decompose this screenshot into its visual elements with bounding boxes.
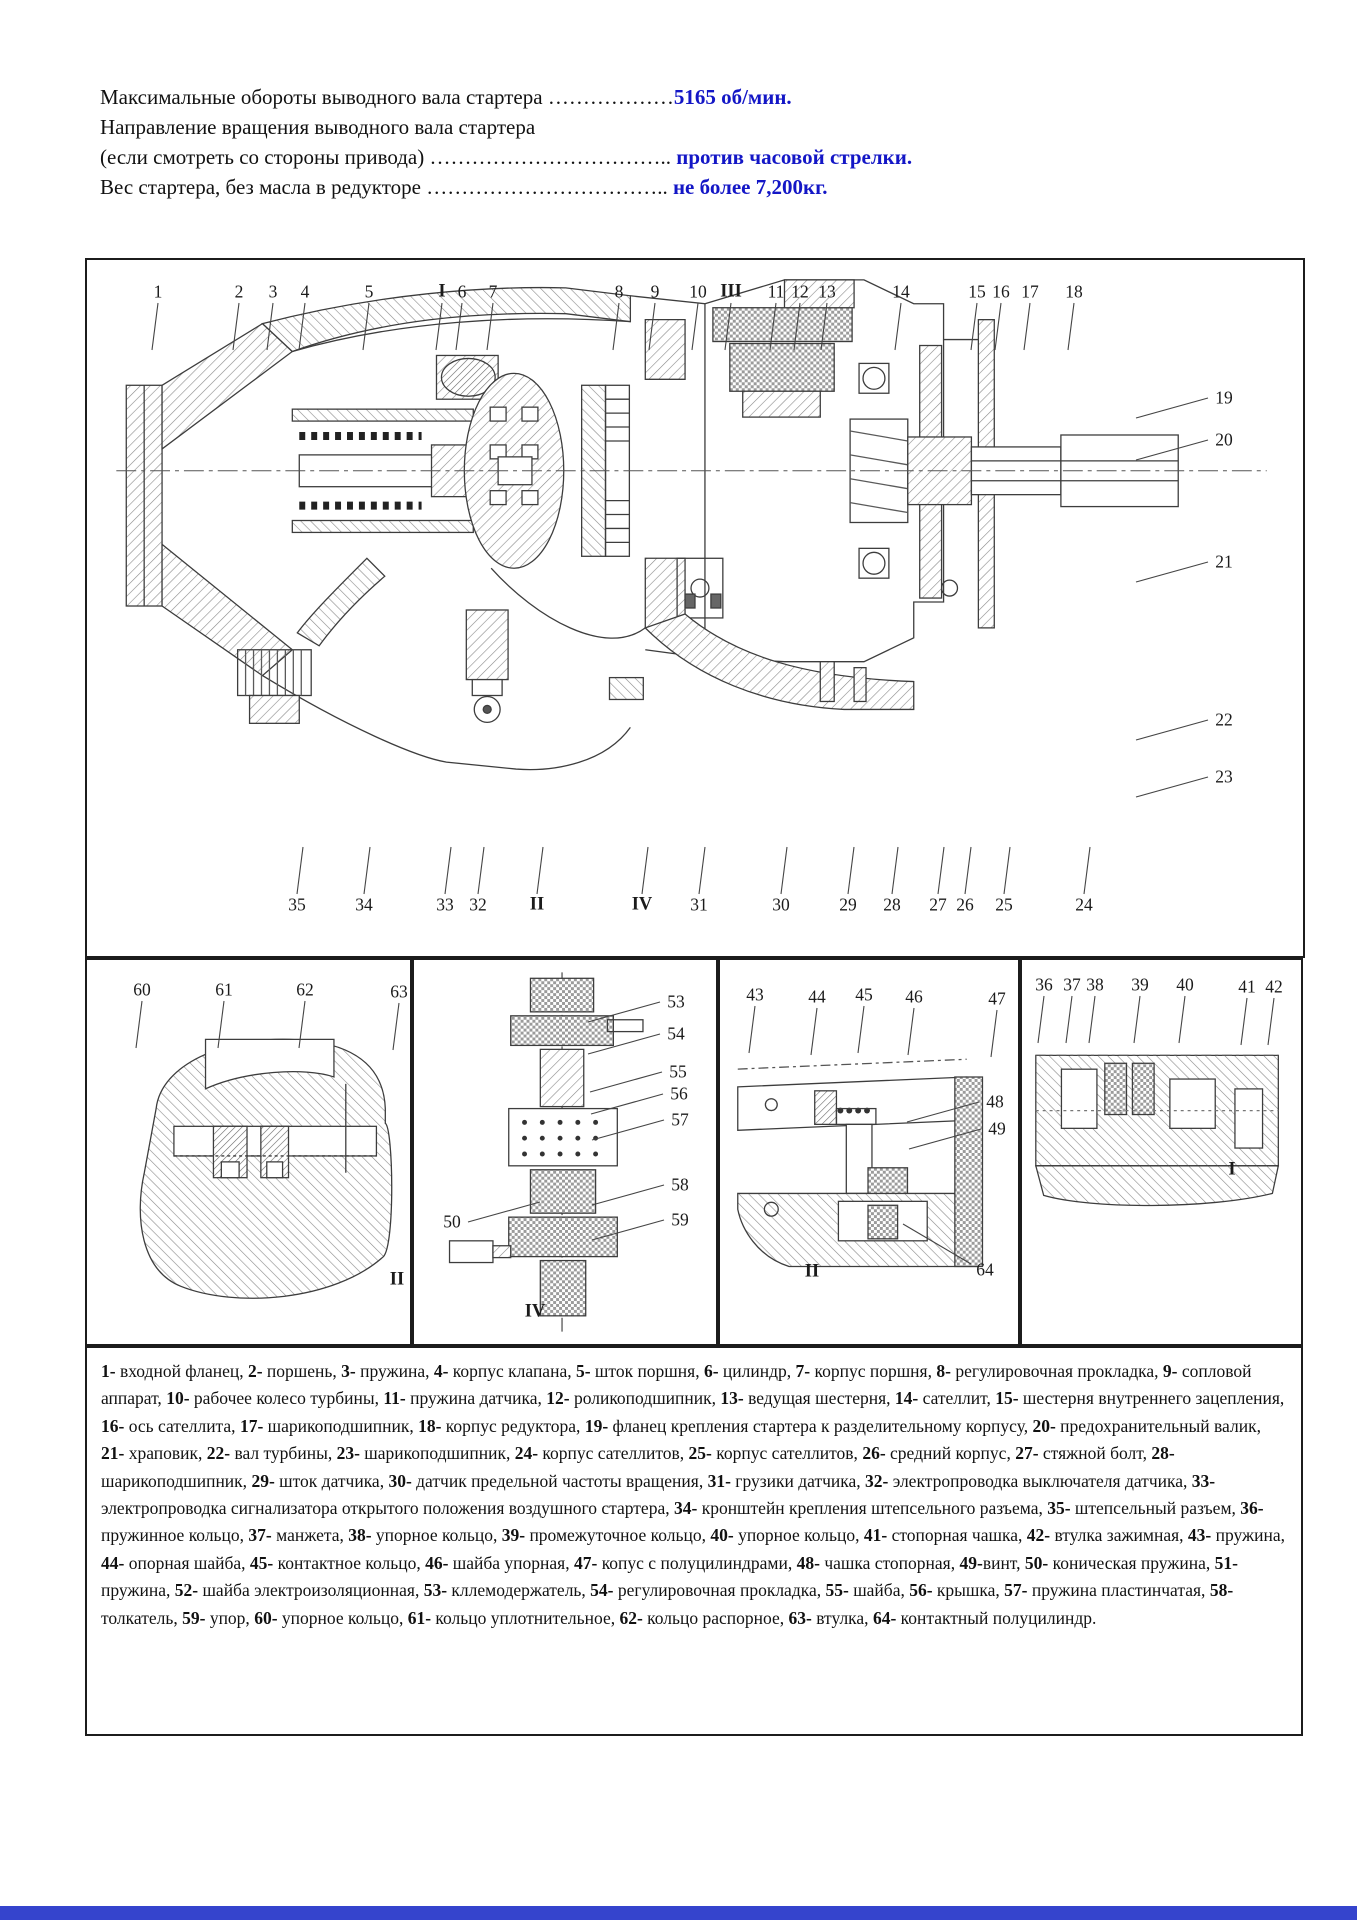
callout-16: 16 bbox=[992, 281, 1010, 302]
callout-III: III bbox=[720, 281, 742, 302]
callout-28: 28 bbox=[883, 894, 901, 915]
callout-I: I bbox=[1228, 1159, 1236, 1180]
callout-6: 6 bbox=[457, 281, 467, 302]
spec-value: против часовой стрелки. bbox=[671, 145, 913, 169]
callout-57: 57 bbox=[671, 1109, 689, 1130]
callout-35: 35 bbox=[288, 894, 306, 915]
callout-15: 15 bbox=[968, 281, 986, 302]
callout-42: 42 bbox=[1265, 976, 1283, 997]
callout-II: II bbox=[389, 1269, 405, 1290]
spec-line-weight: Вес стартера, без масла в редукторе …………… bbox=[100, 172, 1280, 202]
callout-12: 12 bbox=[791, 281, 809, 302]
callout-24: 24 bbox=[1075, 894, 1093, 915]
callout-23: 23 bbox=[1215, 766, 1233, 787]
callout-1: 1 bbox=[153, 281, 163, 302]
spec-label: Направление вращения выводного вала стар… bbox=[100, 115, 536, 139]
callout-2: 2 bbox=[234, 281, 244, 302]
detail-figure-II-right: 43 44 45 46 47 48 49 64 II bbox=[718, 958, 1020, 1346]
parts-legend-text: 1- входной фланец, 2- поршень, 3- пружин… bbox=[101, 1361, 1285, 1628]
callout-47: 47 bbox=[988, 988, 1006, 1009]
footer-bar bbox=[0, 1906, 1357, 1920]
parts-legend: 1- входной фланец, 2- поршень, 3- пружин… bbox=[85, 1346, 1303, 1736]
technical-drawing-detail-II-right bbox=[737, 1058, 984, 1268]
callout-32: 32 bbox=[469, 894, 487, 915]
callout-18: 18 bbox=[1065, 281, 1083, 302]
callout-61: 61 bbox=[215, 979, 233, 1000]
spec-label: Максимальные обороты выводного вала стар… bbox=[100, 85, 674, 109]
technical-drawing-main bbox=[116, 279, 1267, 771]
callout-7: 7 bbox=[488, 281, 498, 302]
callout-59: 59 bbox=[671, 1209, 689, 1230]
callout-21: 21 bbox=[1215, 551, 1233, 572]
callout-14: 14 bbox=[892, 281, 910, 302]
callout-63: 63 bbox=[390, 981, 408, 1002]
callout-3: 3 bbox=[268, 281, 278, 302]
callout-IV: IV bbox=[524, 1301, 546, 1322]
callout-29: 29 bbox=[839, 894, 857, 915]
callout-4: 4 bbox=[300, 281, 310, 302]
callout-11: 11 bbox=[767, 281, 785, 302]
callout-44: 44 bbox=[808, 986, 826, 1007]
callout-55: 55 bbox=[669, 1061, 687, 1082]
callout-I: I bbox=[438, 281, 446, 302]
callout-25: 25 bbox=[995, 894, 1013, 915]
spec-line-rotation-1: Направление вращения выводного вала стар… bbox=[100, 112, 1280, 142]
callout-53: 53 bbox=[667, 991, 685, 1012]
callout-34: 34 bbox=[355, 894, 373, 915]
callout-43: 43 bbox=[746, 984, 764, 1005]
callout-56: 56 bbox=[670, 1083, 688, 1104]
callout-17: 17 bbox=[1021, 281, 1039, 302]
spec-value: 5165 об/мин. bbox=[673, 85, 792, 109]
spec-line-max-rpm: Максимальные обороты выводного вала стар… bbox=[100, 82, 1280, 112]
callout-60: 60 bbox=[133, 979, 151, 1000]
callout-39: 39 bbox=[1131, 974, 1149, 995]
callout-62: 62 bbox=[296, 979, 314, 1000]
callout-41: 41 bbox=[1238, 976, 1256, 997]
callout-27: 27 bbox=[929, 894, 947, 915]
callout-30: 30 bbox=[772, 894, 790, 915]
callout-49: 49 bbox=[988, 1118, 1006, 1139]
callout-20: 20 bbox=[1215, 429, 1233, 450]
callout-58: 58 bbox=[671, 1174, 689, 1195]
callout-26: 26 bbox=[956, 894, 974, 915]
technical-drawing-detail-IV bbox=[448, 972, 644, 1332]
callout-5: 5 bbox=[364, 281, 374, 302]
callout-36: 36 bbox=[1035, 974, 1053, 995]
callout-45: 45 bbox=[855, 984, 873, 1005]
spec-value: не более 7,200кг. bbox=[667, 175, 828, 199]
callout-38: 38 bbox=[1086, 974, 1104, 995]
callout-8: 8 bbox=[614, 281, 624, 302]
spec-line-rotation-2: (если смотреть со стороны привода) ……………… bbox=[100, 142, 1280, 172]
callout-10: 10 bbox=[689, 281, 707, 302]
callout-54: 54 bbox=[667, 1023, 685, 1044]
callout-22: 22 bbox=[1215, 709, 1233, 730]
callout-II: II bbox=[529, 894, 545, 915]
callout-37: 37 bbox=[1063, 974, 1081, 995]
technical-drawing-detail-I bbox=[1034, 1054, 1280, 1207]
callout-48: 48 bbox=[986, 1091, 1004, 1112]
callout-46: 46 bbox=[905, 986, 923, 1007]
callout-64: 64 bbox=[976, 1259, 994, 1280]
callout-19: 19 bbox=[1215, 387, 1233, 408]
callout-33: 33 bbox=[436, 894, 454, 915]
callout-40: 40 bbox=[1176, 974, 1194, 995]
callout-50: 50 bbox=[443, 1211, 461, 1232]
callout-II: II bbox=[804, 1261, 820, 1282]
callout-31: 31 bbox=[690, 894, 708, 915]
callout-13: 13 bbox=[818, 281, 836, 302]
spec-label: (если смотреть со стороны привода) ……………… bbox=[100, 145, 671, 169]
spec-block: Максимальные обороты выводного вала стар… bbox=[100, 82, 1280, 202]
callout-IV: IV bbox=[631, 894, 653, 915]
callout-9: 9 bbox=[650, 281, 660, 302]
spec-label: Вес стартера, без масла в редукторе …………… bbox=[100, 175, 668, 199]
technical-drawing-detail-II-left bbox=[139, 1038, 393, 1299]
